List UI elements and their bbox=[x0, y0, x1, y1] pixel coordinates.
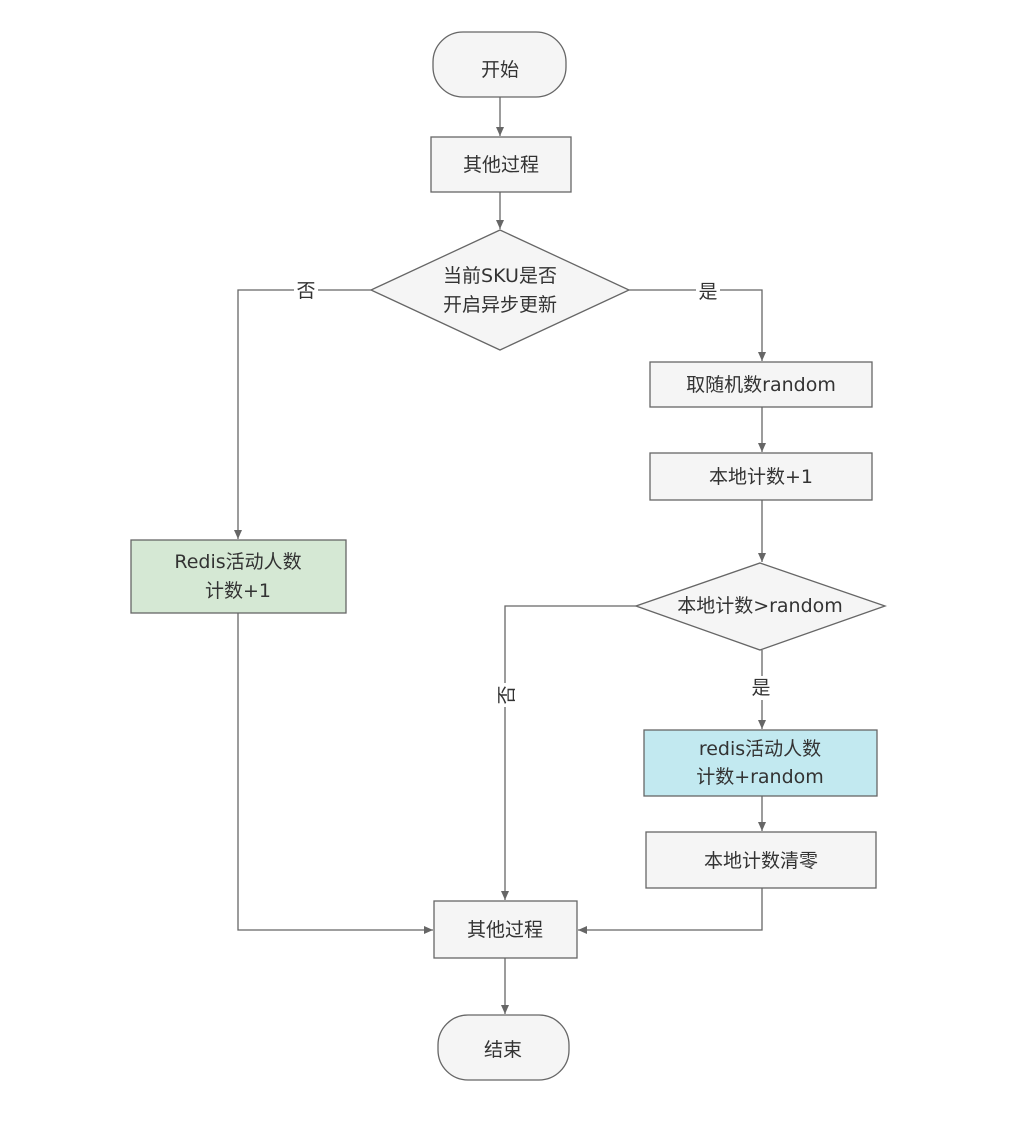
node-redis-inc-random: redis活动人数 计数+random bbox=[643, 729, 878, 797]
node-decision1-line1: 当前SKU是否 bbox=[443, 265, 557, 287]
edge-label-d1-no: 否 bbox=[296, 280, 315, 302]
edge-decision1-yes bbox=[629, 289, 766, 361]
node-random: 取随机数random bbox=[649, 361, 873, 408]
edge-redis1-process2 bbox=[237, 613, 433, 934]
node-local-reset: 本地计数清零 bbox=[645, 831, 877, 889]
node-end: 结束 bbox=[437, 1014, 570, 1081]
edge-decision2-no bbox=[501, 605, 636, 900]
node-redis-inc-one: Redis活动人数 计数+1 bbox=[130, 539, 347, 614]
node-decision1: 当前SKU是否 开启异步更新 bbox=[369, 229, 631, 351]
node-local-reset-label: 本地计数清零 bbox=[704, 850, 818, 872]
edge-reset-process2 bbox=[578, 888, 763, 934]
node-start-label: 开始 bbox=[481, 59, 519, 81]
node-decision2: 本地计数>random bbox=[634, 562, 887, 651]
node-redis-inc-one-line1: Redis活动人数 bbox=[174, 551, 301, 573]
edge-label-d2-yes: 是 bbox=[751, 677, 770, 699]
node-local-inc-label: 本地计数+1 bbox=[709, 466, 813, 488]
node-redis-inc-one-line2: 计数+1 bbox=[205, 580, 271, 602]
edge-decision1-no bbox=[234, 289, 371, 539]
node-process2-label: 其他过程 bbox=[467, 919, 543, 941]
edge-label-d1-yes: 是 bbox=[698, 281, 717, 303]
edge-label-d2-no: 否 bbox=[496, 685, 518, 704]
node-decision1-line2: 开启异步更新 bbox=[443, 294, 557, 316]
node-decision2-label: 本地计数>random bbox=[677, 595, 843, 617]
edges bbox=[234, 97, 766, 1014]
node-process2: 其他过程 bbox=[433, 900, 578, 959]
node-random-label: 取随机数random bbox=[686, 374, 836, 396]
node-start: 开始 bbox=[432, 31, 567, 98]
node-redis-inc-random-line2: 计数+random bbox=[696, 766, 824, 788]
node-end-label: 结束 bbox=[484, 1039, 522, 1061]
node-process1-label: 其他过程 bbox=[463, 154, 539, 176]
node-local-inc: 本地计数+1 bbox=[649, 452, 873, 501]
node-redis-inc-random-line1: redis活动人数 bbox=[699, 738, 821, 760]
node-process1: 其他过程 bbox=[430, 136, 572, 193]
